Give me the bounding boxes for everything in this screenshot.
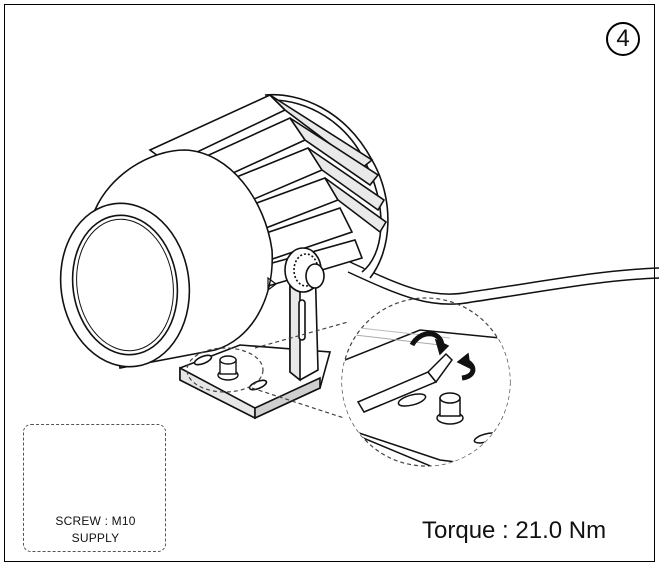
screw-supply-label: SUPPLY [71, 531, 120, 545]
diagram-frame [4, 4, 655, 562]
spotlight-body [59, 93, 389, 369]
bracket-screw [217, 355, 239, 381]
screw-supply-box: SCREW : M10 SUPPLY [23, 424, 166, 552]
tilt-knob [284, 247, 325, 293]
power-cable [347, 261, 659, 305]
step-number-badge: 4 [606, 22, 640, 56]
torque-label: Torque : 21.0 Nm [422, 517, 607, 544]
detail-view [342, 327, 510, 466]
screw-size-label: SCREW : M10 [55, 514, 136, 528]
